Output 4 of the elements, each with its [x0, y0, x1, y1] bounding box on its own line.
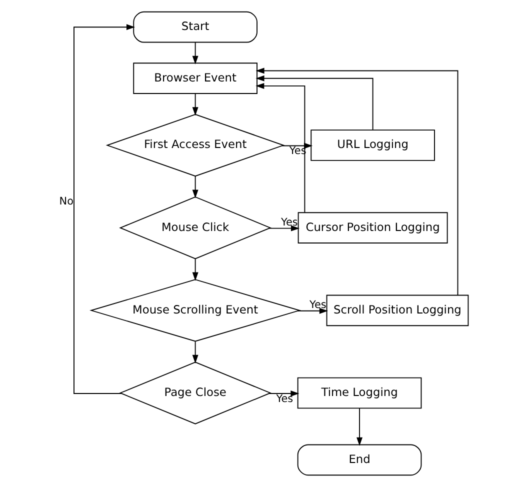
- edge-label: Yes: [308, 298, 326, 311]
- edge-label: No: [58, 195, 73, 208]
- edge-label: Yes: [276, 392, 293, 405]
- edge-label: Yes: [280, 216, 298, 228]
